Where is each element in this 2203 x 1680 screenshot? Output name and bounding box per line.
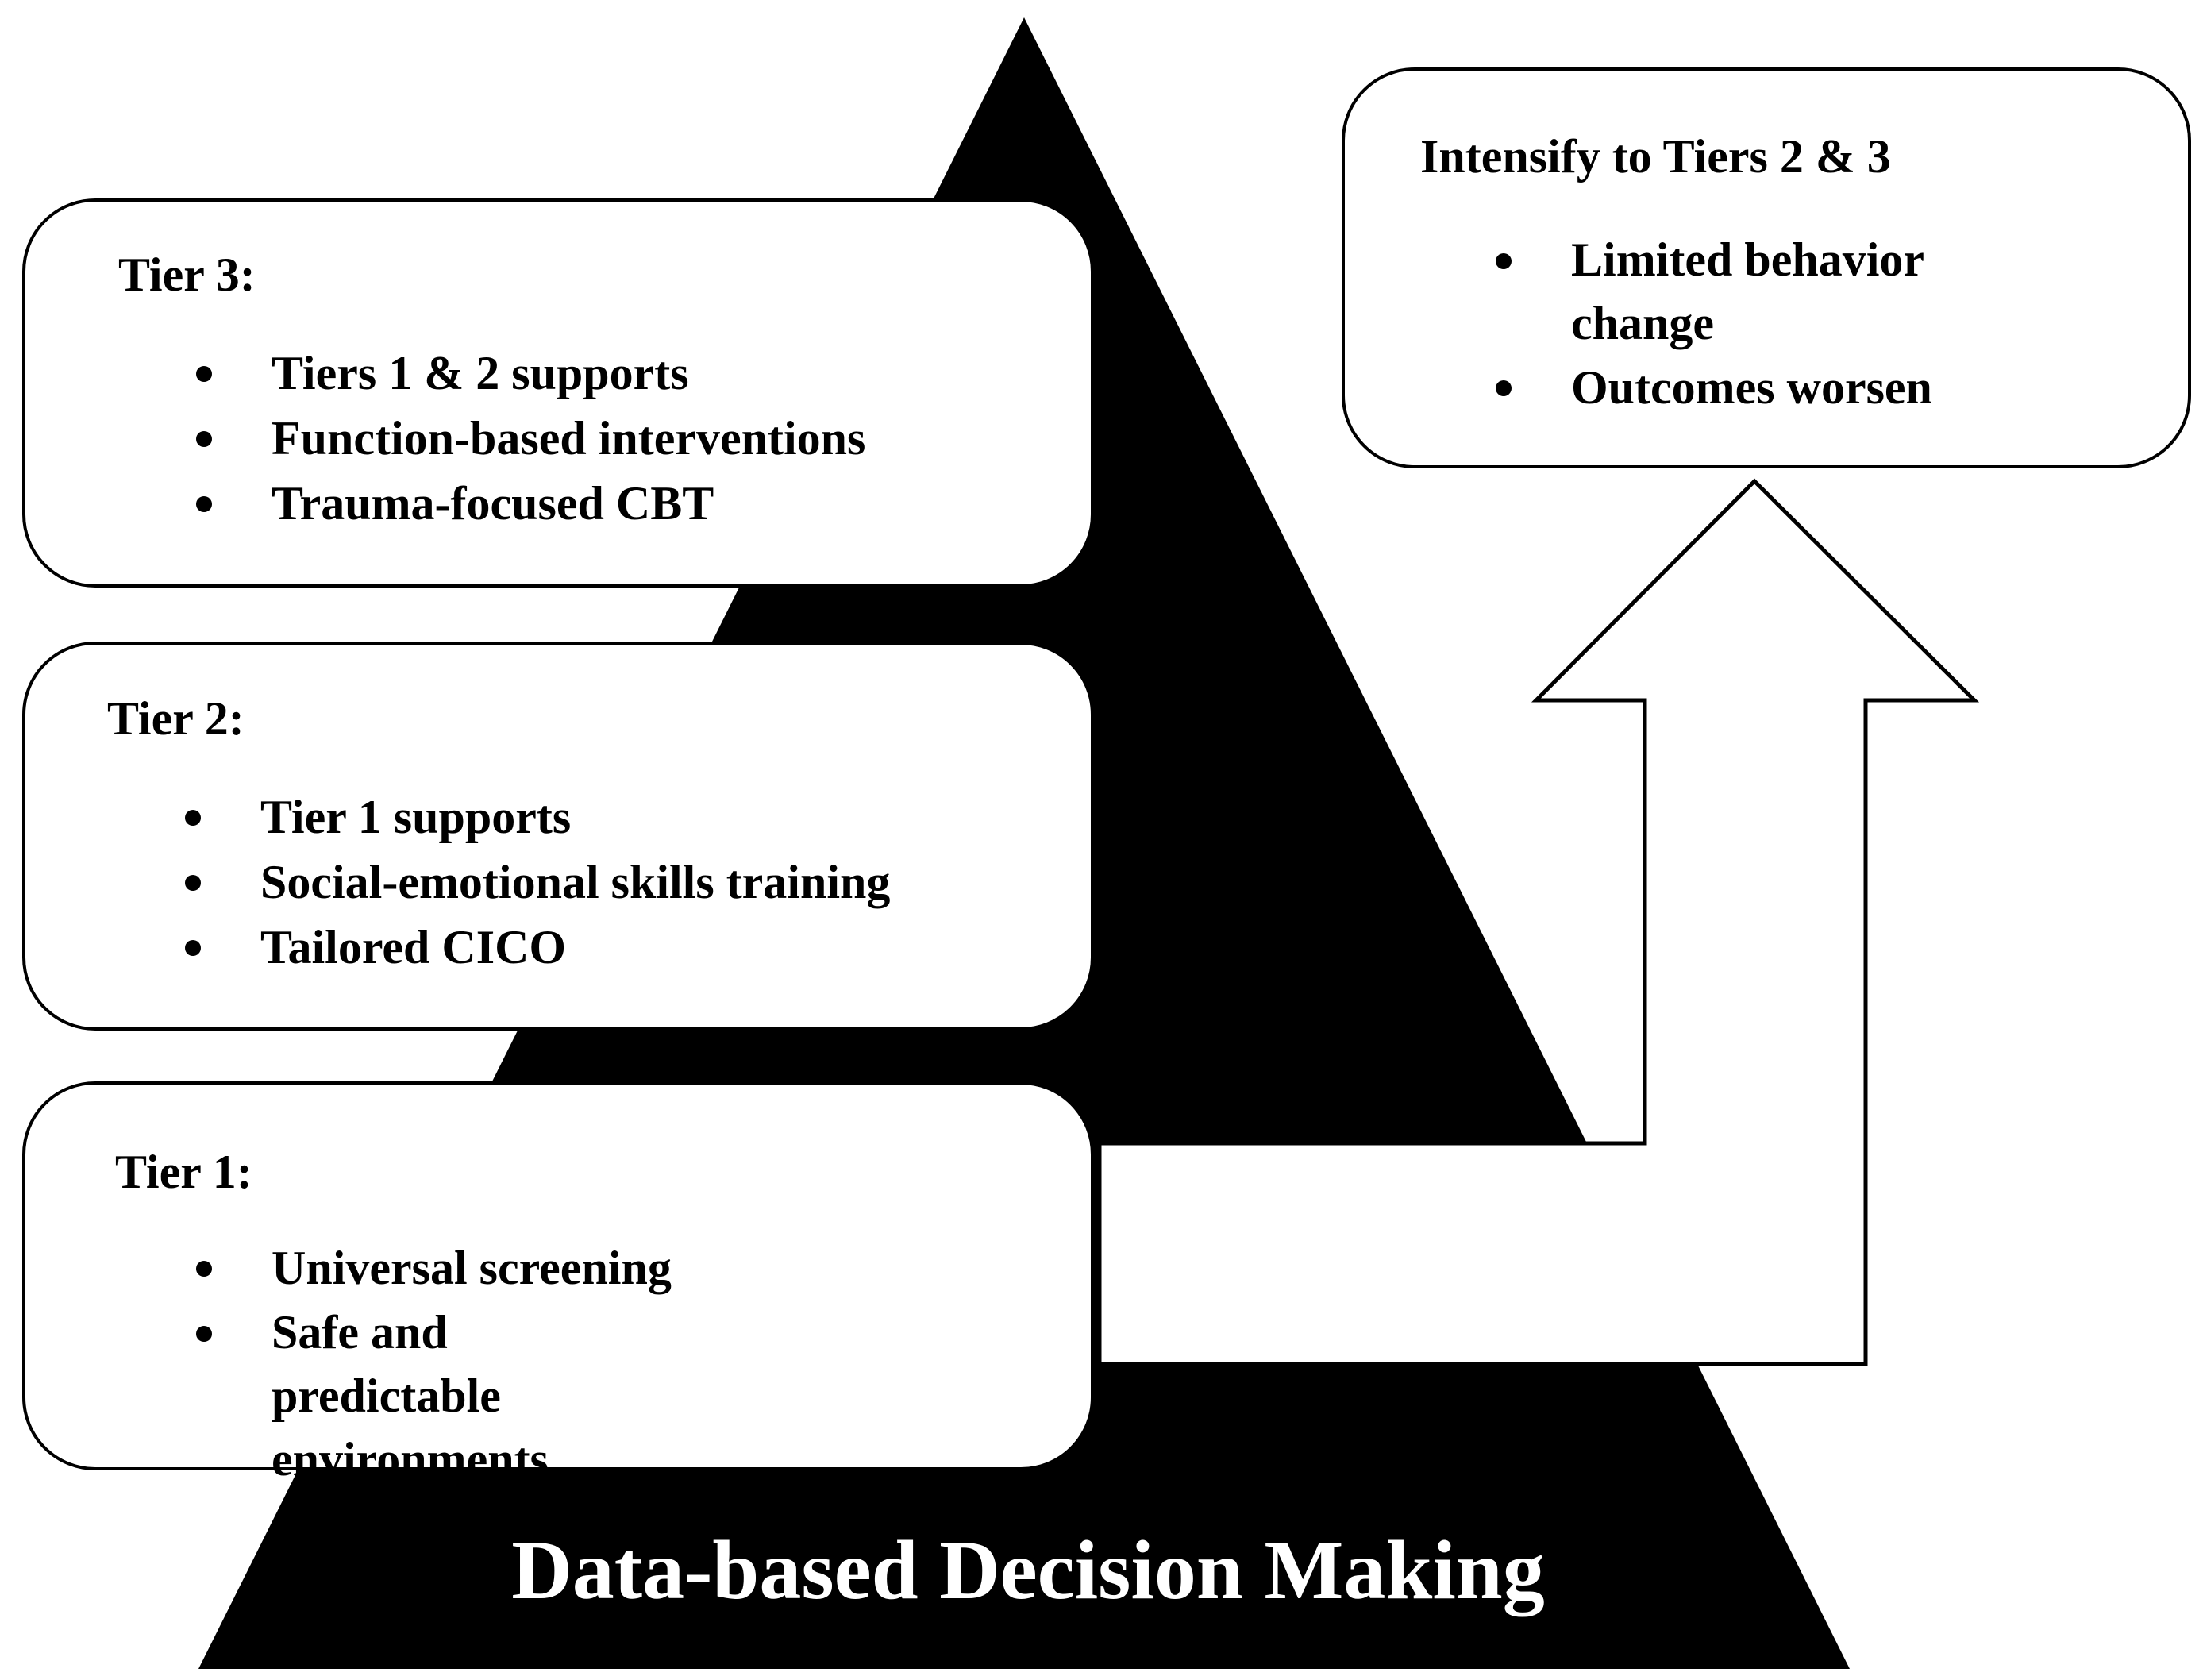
list-item: Tiers 1 & 2 supports	[196, 341, 865, 406]
list-item: Social-emotional skills training	[185, 850, 890, 915]
list-item: Function-based interventions	[196, 406, 865, 471]
base-label: Data-based Decision Making	[511, 1524, 1545, 1616]
list-item: Tier 1 supports	[185, 784, 890, 850]
intensify-arrow-outline	[1097, 478, 1980, 1366]
intensify-box: Intensify to Tiers 2 & 3 Limited behavio…	[1342, 67, 2191, 468]
intensify-title: Intensify to Tiers 2 & 3	[1420, 130, 1891, 183]
tier-3-box: Tier 3: Tiers 1 & 2 supports Function-ba…	[22, 198, 1094, 588]
intensify-list: Limited behavior change Outcomes worsen	[1496, 228, 2016, 420]
list-item: Safe and predictable environments	[196, 1300, 684, 1491]
tier-3-list: Tiers 1 & 2 supports Function-based inte…	[196, 341, 865, 536]
tier-3-title: Tier 3:	[118, 249, 256, 301]
tier-2-box: Tier 2: Tier 1 supports Social-emotional…	[22, 642, 1094, 1031]
list-item: Universal screening	[196, 1235, 684, 1300]
list-item: Limited behavior change	[1496, 228, 2016, 355]
list-item: Tailored CICO	[185, 915, 890, 980]
list-item: Trauma-focused CBT	[196, 471, 865, 536]
tier-1-list: Universal screening Safe and predictable…	[196, 1235, 684, 1491]
tier-2-list: Tier 1 supports Social-emotional skills …	[185, 784, 890, 980]
tier-1-box: Tier 1: Universal screening Safe and pre…	[22, 1081, 1094, 1485]
list-item: Outcomes worsen	[1496, 355, 2016, 420]
tier-1-title: Tier 1:	[115, 1146, 252, 1198]
tier-2-title: Tier 2:	[107, 692, 245, 745]
